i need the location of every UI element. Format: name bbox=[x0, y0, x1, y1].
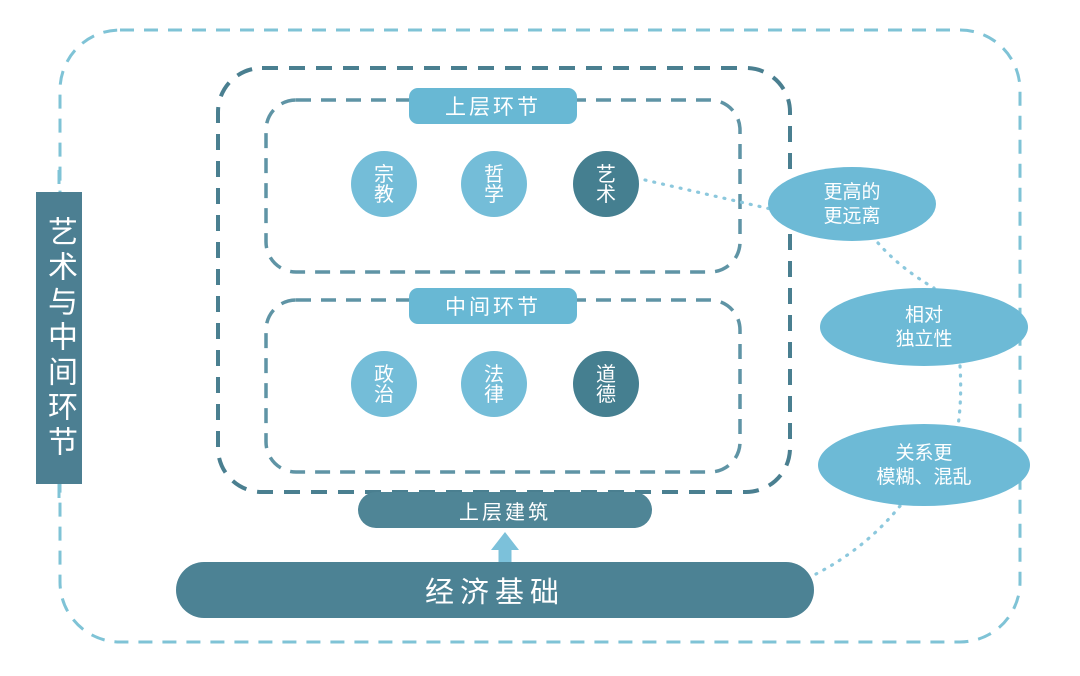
section-header-middle-label: 中间环节 bbox=[445, 295, 541, 319]
node-art-label: 艺术 bbox=[596, 161, 616, 206]
superstructure-dashed-boundary bbox=[216, 66, 792, 494]
bar-superstructure: 上层建筑 bbox=[358, 492, 652, 528]
link-vague-to-economic-base bbox=[814, 504, 902, 576]
node-morality-label: 道德 bbox=[596, 361, 616, 406]
side-title-label: 艺术与中间环节 bbox=[42, 215, 77, 461]
section-header-upper-label: 上层环节 bbox=[445, 95, 541, 119]
link-art-to-higher bbox=[643, 178, 777, 212]
annotation-vaguer-relations-line1: 关系更 bbox=[895, 441, 953, 464]
node-religion-label: 宗教 bbox=[374, 161, 394, 206]
annotation-relative-independence-line1: 相对 bbox=[904, 303, 943, 326]
side-title-bar: 艺术与中间环节 bbox=[36, 192, 82, 484]
node-art[interactable]: 艺术 bbox=[573, 151, 639, 217]
annotation-higher-farther: 更高的 更远离 bbox=[768, 167, 936, 241]
bar-economic-base: 经济基础 bbox=[176, 562, 814, 618]
node-law-label: 法律 bbox=[484, 361, 504, 406]
annotation-vaguer-relations-line2: 模糊、混乱 bbox=[876, 466, 972, 488]
bar-economic-base-label: 经济基础 bbox=[424, 575, 565, 609]
section-header-upper: 上层环节 bbox=[409, 88, 577, 124]
annotation-relative-independence-line2: 独立性 bbox=[895, 328, 953, 350]
annotation-vaguer-relations: 关系更 模糊、混乱 bbox=[818, 424, 1030, 506]
node-philosophy-label: 哲学 bbox=[484, 161, 504, 206]
node-law[interactable]: 法律 bbox=[461, 351, 527, 417]
annotation-relative-independence: 相对 独立性 bbox=[820, 288, 1028, 366]
node-morality[interactable]: 道德 bbox=[573, 351, 639, 417]
annotation-higher-farther-line1: 更高的 bbox=[823, 180, 881, 203]
node-politics-label: 政治 bbox=[374, 361, 394, 406]
node-religion[interactable]: 宗教 bbox=[351, 151, 417, 217]
section-header-middle: 中间环节 bbox=[409, 288, 577, 324]
bar-superstructure-label: 上层建筑 bbox=[459, 499, 551, 524]
node-politics[interactable]: 政治 bbox=[351, 351, 417, 417]
node-philosophy[interactable]: 哲学 bbox=[461, 151, 527, 217]
annotation-higher-farther-line2: 更远离 bbox=[823, 205, 881, 227]
link-higher-to-independence bbox=[876, 241, 936, 290]
link-independence-to-vague bbox=[956, 364, 963, 428]
up-arrow-icon bbox=[491, 532, 519, 562]
